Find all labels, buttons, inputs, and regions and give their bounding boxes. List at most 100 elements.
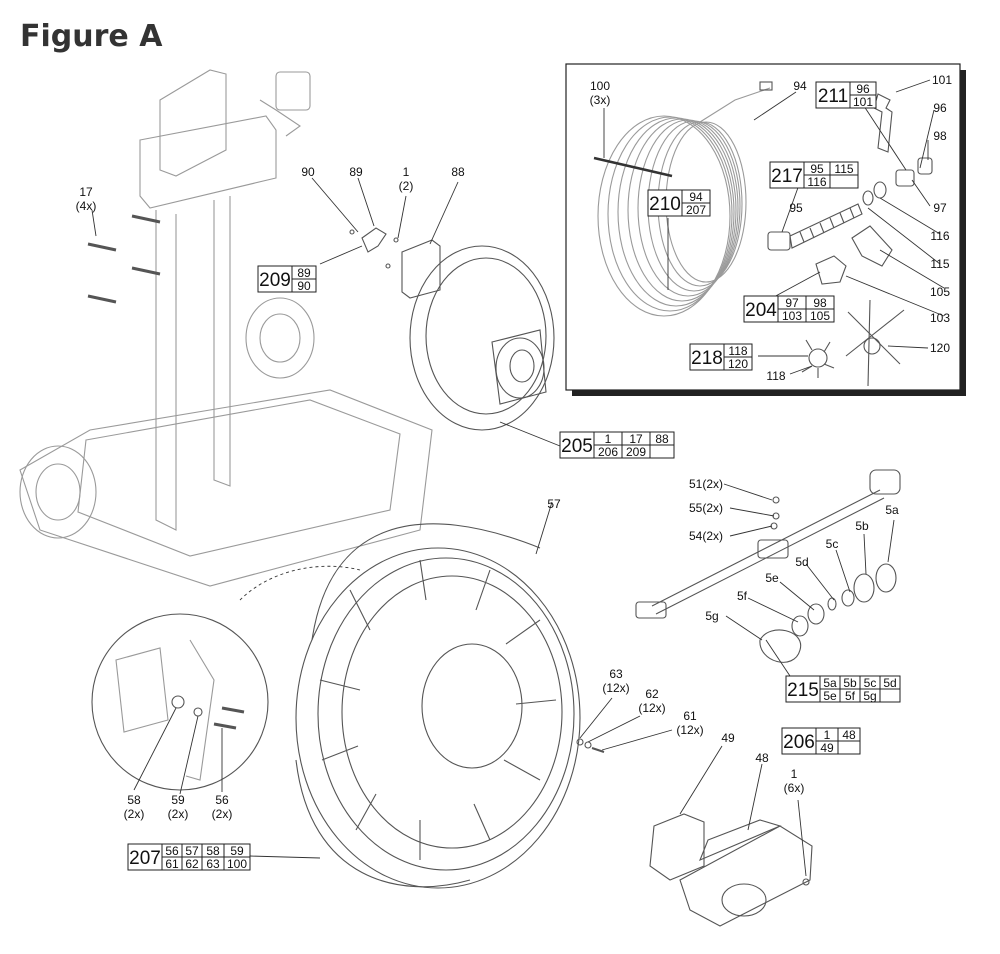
kit-cell: 96 — [856, 82, 870, 96]
kit-cell: 101 — [853, 95, 873, 109]
leader-lines — [133, 79, 945, 877]
kit-cell: 5d — [883, 676, 896, 690]
detail-circle — [91, 613, 269, 791]
callout-58-qty: (2x) — [124, 807, 145, 821]
kit-cell: 1 — [605, 432, 612, 446]
callout-118: 118 — [766, 369, 785, 383]
kit-table-215: 215 5a 5b 5c 5d 5e 5f 5g — [785, 675, 901, 703]
wrench — [873, 93, 893, 153]
kit-cell: 206 — [598, 445, 618, 459]
callout-5d: 5d — [795, 555, 808, 569]
kit-cell: 98 — [813, 296, 827, 310]
kit-cell: 57 — [185, 844, 199, 858]
callout-62-qty: (12x) — [638, 701, 665, 715]
kit-cell: 88 — [655, 432, 669, 446]
kit-cell: 5b — [843, 676, 857, 690]
callout-103: 103 — [930, 311, 950, 325]
kit-number: 215 — [787, 680, 819, 701]
callout-55: 55(2x) — [689, 501, 723, 515]
kit-cell: 62 — [185, 857, 199, 871]
callout-57: 57 — [547, 497, 561, 511]
kit-table-205: 205 1 17 88 206 209 — [559, 431, 675, 459]
kit-cell: 90 — [297, 279, 311, 293]
cutter-120 — [845, 299, 905, 387]
callout-61-qty: (12x) — [676, 723, 703, 737]
callout-101: 101 — [932, 73, 952, 87]
callout-98: 98 — [933, 129, 947, 143]
callout-1b: 1 — [791, 767, 798, 781]
callout-1-qty: (2) — [399, 179, 414, 193]
kit-table-211: 211 96 101 — [815, 81, 877, 109]
cable-rod — [635, 469, 901, 663]
callout-62: 62 — [645, 687, 659, 701]
kit-cell: 209 — [626, 445, 646, 459]
kit-cell: 61 — [165, 857, 179, 871]
callout-63: 63 — [609, 667, 623, 681]
callout-115: 115 — [930, 257, 949, 271]
callout-5g: 5g — [705, 609, 718, 623]
kit-table-207: 207 56 57 58 59 61 62 63 100 — [127, 843, 251, 871]
module-49 — [649, 813, 705, 881]
callout-5c: 5c — [826, 537, 839, 551]
cutter-118 — [801, 339, 835, 378]
callout-116: 116 — [930, 229, 949, 243]
figure-title: Figure A — [20, 19, 163, 54]
kit-table-210: 210 94 207 — [647, 189, 711, 217]
callout-88: 88 — [451, 165, 465, 179]
callout-5e: 5e — [765, 571, 779, 585]
callout-1: 1 — [403, 165, 410, 179]
callout-59: 59 — [171, 793, 185, 807]
kit-cell: 59 — [230, 844, 244, 858]
housing-48 — [679, 819, 813, 927]
kit-cell: 207 — [686, 203, 706, 217]
kit-cell: 49 — [820, 741, 834, 755]
kit-cell: 103 — [782, 309, 802, 323]
kit-table-206: 206 1 48 49 — [781, 727, 861, 755]
callout-63-qty: (12x) — [602, 681, 629, 695]
callout-1b-qty: (6x) — [784, 781, 805, 795]
kit-number: 207 — [129, 848, 161, 869]
callout-5f: 5f — [737, 589, 748, 603]
callout-5a: 5a — [885, 503, 899, 517]
callout-48: 48 — [755, 751, 769, 765]
reel-drum — [295, 523, 581, 889]
callout-54: 54(2x) — [689, 529, 723, 543]
callout-5b: 5b — [855, 519, 869, 533]
kit-cell: 115 — [834, 162, 853, 176]
callout-105: 105 — [930, 285, 950, 299]
callout-120: 120 — [930, 341, 950, 355]
callout-94: 94 — [793, 79, 807, 93]
kit-number: 206 — [783, 732, 815, 753]
kit-cell: 1 — [824, 728, 831, 742]
kit-cell: 17 — [629, 432, 643, 446]
coupler-103 — [815, 255, 847, 285]
kit-cell: 120 — [728, 357, 748, 371]
callout-51: 51(2x) — [689, 477, 723, 491]
callout-100: 100 — [590, 79, 610, 93]
reel-side-plate — [409, 245, 555, 431]
kit-cell: 116 — [807, 175, 826, 189]
kit-cell: 56 — [165, 844, 179, 858]
kit-cell: 118 — [728, 344, 747, 358]
kit-number: 218 — [691, 348, 723, 369]
kit-number: 205 — [561, 436, 593, 457]
bolts-17 — [87, 214, 161, 304]
callout-97: 97 — [933, 201, 947, 215]
cart-frame — [19, 69, 433, 587]
kit-number: 209 — [259, 270, 291, 291]
callout-61: 61 — [683, 709, 697, 723]
kit-cell: 100 — [227, 857, 247, 871]
callout-59-qty: (2x) — [168, 807, 189, 821]
kit-cell: 5a — [823, 676, 837, 690]
callout-95: 95 — [789, 201, 803, 215]
callout-56: 56 — [215, 793, 229, 807]
callout-96: 96 — [933, 101, 947, 115]
kit-number: 217 — [771, 166, 803, 187]
kit-cell: 5e — [823, 689, 837, 703]
blade-105 — [851, 225, 893, 267]
callout-17-qty: (4x) — [76, 199, 97, 213]
kit-cell: 5f — [845, 689, 856, 703]
callout-89: 89 — [349, 165, 363, 179]
kit-number: 211 — [818, 86, 848, 107]
